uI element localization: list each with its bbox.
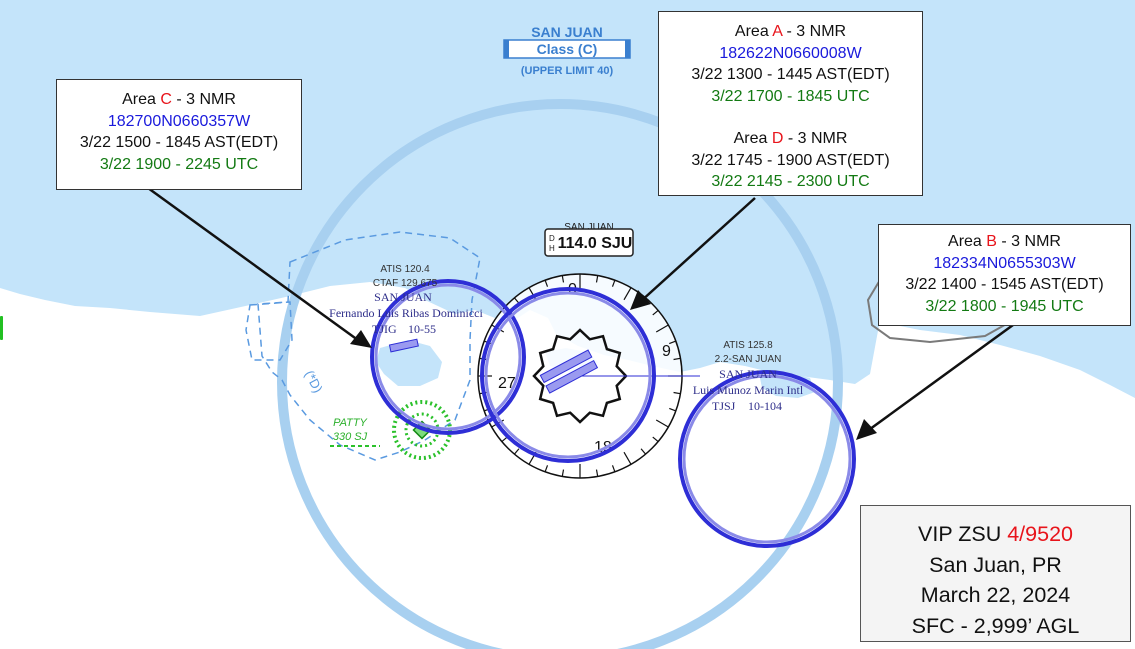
compass-tick bbox=[513, 297, 520, 304]
compass-tick bbox=[652, 309, 659, 316]
compass-tick bbox=[669, 407, 677, 412]
vortac-name: SAN JUAN bbox=[564, 222, 613, 233]
vip-location: San Juan, PR bbox=[929, 552, 1062, 577]
patty-fix-dotted-ring-inner bbox=[404, 412, 440, 448]
vip-summary-box[interactable]: VIP ZSU 4/9520 San Juan, PR March 22, 20… bbox=[860, 505, 1131, 642]
compass-tick bbox=[544, 279, 549, 287]
compass-tick bbox=[611, 279, 616, 287]
runway-isla-grande bbox=[388, 338, 419, 353]
gray-boundary-line bbox=[866, 279, 1011, 344]
tjsj-atis: ATIS 125.8 bbox=[723, 340, 773, 351]
tfr-ring-area-b[interactable] bbox=[678, 370, 856, 548]
area-b-utc-time: 3/22 1800 - 1945 UTC bbox=[925, 297, 1084, 315]
patty-fix-name: PATTY bbox=[333, 417, 367, 429]
area-a-local-time: 3/22 1300 - 1445 AST(EDT) bbox=[691, 66, 890, 83]
area-c-utc-time: 3/22 1900 - 2245 UTC bbox=[99, 155, 259, 173]
area-b-coords: 182334N0655303W bbox=[933, 254, 1076, 272]
vortac-symbol bbox=[532, 328, 628, 424]
vip-notam-number: 4/9520 bbox=[1007, 522, 1073, 546]
tfr-ring-area-c[interactable] bbox=[370, 279, 526, 435]
tjig-city: SAN JUAN bbox=[374, 290, 432, 304]
area-a-title: Area A - 3 NMR bbox=[734, 23, 847, 40]
compass-tick bbox=[595, 469, 599, 477]
area-d-letter: D bbox=[771, 130, 784, 147]
vip-notam-line: VIP ZSU 4/9520 bbox=[918, 522, 1073, 546]
vortac-dh-mark-h: H bbox=[549, 244, 555, 253]
arrowhead-area-c bbox=[350, 330, 372, 348]
compass-tick bbox=[669, 340, 677, 345]
area-c-letter: C bbox=[160, 91, 172, 108]
tjsj-ident: TJSJ bbox=[712, 399, 736, 413]
compass-tick bbox=[655, 419, 669, 428]
tjig-atis: ATIS 120.4 bbox=[380, 264, 430, 275]
area-c-title: Area C - 3 NMR bbox=[122, 91, 236, 108]
sju-airport-labels[interactable]: ATIS 125.8 2.2-SAN JUAN SAN JUAN Luis Mu… bbox=[693, 340, 804, 413]
tfr-ring-area-a-d[interactable] bbox=[480, 287, 656, 463]
area-a-utc-time: 3/22 1700 - 1845 UTC bbox=[711, 87, 870, 105]
isla-grande-airport-labels[interactable]: ATIS 120.4 CTAF 129.675 SAN JUAN Fernand… bbox=[329, 264, 483, 336]
arrow-area-c bbox=[147, 186, 363, 345]
tjig-ident: TJIG bbox=[372, 322, 397, 336]
callout-area-c[interactable]: Area C - 3 NMR 182700N0660357W 3/22 1500… bbox=[56, 79, 302, 190]
area-d-title: Area D - 3 NMR bbox=[733, 130, 848, 147]
compass-tick bbox=[623, 287, 632, 301]
callout-area-b[interactable]: Area B - 3 NMR 182334N0655303W 3/22 1400… bbox=[878, 224, 1131, 326]
callout-area-a-d[interactable]: Area A - 3 NMR 182622N0660008W 3/22 1300… bbox=[658, 11, 923, 196]
compass-tick bbox=[501, 436, 508, 443]
area-c-coords: 182700N0660357W bbox=[107, 112, 251, 130]
compass-tick bbox=[595, 275, 599, 283]
tjsj-city: SAN JUAN bbox=[719, 367, 777, 381]
compass-tick bbox=[623, 451, 632, 465]
vortac-dh-mark: D bbox=[549, 234, 555, 243]
compass-tick bbox=[561, 275, 565, 283]
airspace-name: SAN JUAN bbox=[531, 24, 603, 40]
area-a-coords: 182622N0660008W bbox=[719, 44, 862, 62]
tjsj-name: Luis Munoz Marin Intl bbox=[693, 383, 804, 397]
area-d-local-time: 3/22 1745 - 1900 AST(EDT) bbox=[691, 151, 890, 169]
area-c-local-time: 3/22 1500 - 1845 AST(EDT) bbox=[79, 134, 279, 151]
vip-date: March 22, 2024 bbox=[920, 583, 1071, 607]
isla-grande-inner-dashed bbox=[245, 301, 293, 361]
vip-altitude: SFC - 2,999’ AGL bbox=[911, 613, 1080, 638]
compass-tick bbox=[611, 465, 616, 473]
tjsj-dme: 2.2-SAN JUAN bbox=[715, 354, 782, 365]
airspace-class: Class (C) bbox=[537, 41, 598, 57]
vortac-info-box[interactable]: SAN JUAN D H 114.0 SJU bbox=[544, 222, 634, 257]
compass-label-9: 9 bbox=[662, 343, 671, 360]
tfr-ring-area-c-halo bbox=[374, 283, 522, 431]
tfr-ring-area-b-halo bbox=[682, 374, 852, 544]
arrow-area-b bbox=[865, 323, 1014, 434]
arrowhead-area-b bbox=[856, 419, 877, 440]
arrowhead-area-a bbox=[630, 290, 651, 310]
edge-marker bbox=[0, 316, 3, 340]
tjig-ctaf: CTAF 129.675 bbox=[373, 278, 438, 289]
tfr-ring-area-a-d-halo bbox=[484, 291, 652, 459]
compass-tick bbox=[655, 324, 669, 333]
compass-tick bbox=[673, 391, 681, 395]
area-b-local-time: 3/22 1400 - 1545 AST(EDT) bbox=[905, 276, 1104, 293]
runway-sju bbox=[539, 349, 599, 394]
compass-label-27: 27 bbox=[498, 375, 516, 392]
vortac-freq: 114.0 SJU bbox=[558, 235, 633, 252]
area-d-utc-time: 3/22 2145 - 2300 UTC bbox=[711, 173, 870, 190]
compass-tick bbox=[673, 357, 681, 361]
tjig-name: Fernando Luis Ribas Dominicci bbox=[329, 306, 483, 320]
compass-tick bbox=[544, 465, 549, 473]
vortac-serrated-outline bbox=[532, 328, 628, 424]
area-b-letter: B bbox=[986, 233, 997, 250]
airspace-upper-limit: (UPPER LIMIT 40) bbox=[521, 65, 614, 77]
arrow-area-a bbox=[639, 197, 756, 303]
compass-tick bbox=[561, 469, 565, 477]
patty-fix-radial: 330 SJ bbox=[333, 431, 368, 443]
compass-tick bbox=[513, 448, 520, 455]
area-b-title: Area B - 3 NMR bbox=[948, 233, 1061, 250]
area-a-letter: A bbox=[772, 23, 783, 40]
class-c-outer-ring bbox=[277, 99, 843, 649]
class-c-airspace-label: SAN JUAN Class (C) (UPPER LIMIT 40) bbox=[503, 24, 631, 77]
callout-spacer bbox=[659, 107, 922, 128]
tjig-info: 10-55 bbox=[408, 322, 436, 336]
compass-tick bbox=[640, 448, 647, 455]
compass-tick bbox=[652, 436, 659, 443]
tjsj-info: 10-104 bbox=[748, 399, 782, 413]
